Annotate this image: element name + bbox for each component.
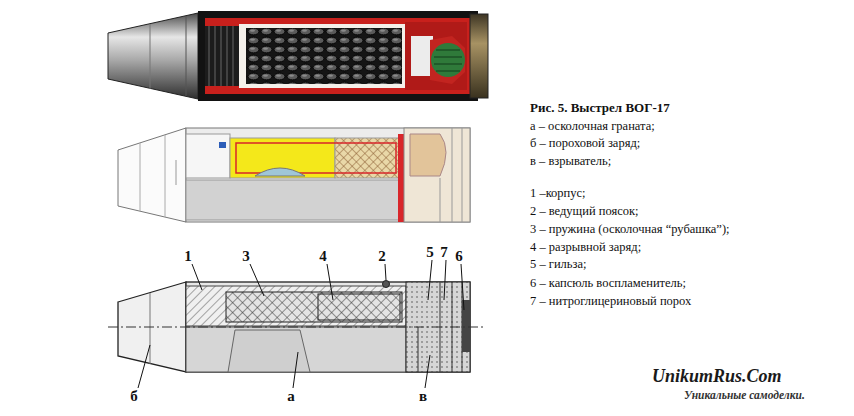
illustration-part bbox=[385, 264, 386, 280]
illustration-part bbox=[108, 327, 484, 328]
illustration-part bbox=[227, 26, 228, 86]
legend-entry: 3 – пружина (осколочная “рубашка”); bbox=[530, 222, 730, 236]
illustration-part bbox=[462, 300, 470, 352]
illustration-part bbox=[461, 264, 464, 310]
illustration-part bbox=[150, 293, 151, 364]
illustration-part bbox=[405, 22, 467, 90]
callout-number: 6 bbox=[455, 248, 463, 264]
illustration-part bbox=[221, 26, 222, 86]
illustration-part bbox=[250, 264, 264, 296]
illustration-part bbox=[255, 168, 305, 176]
illustration-part bbox=[239, 24, 405, 88]
callout-letter: а bbox=[287, 388, 295, 404]
illustration-part bbox=[318, 294, 400, 320]
illustration-part bbox=[186, 180, 400, 220]
illustration-part bbox=[383, 281, 390, 288]
illustration-part bbox=[434, 50, 462, 71]
illustration-part bbox=[236, 143, 396, 173]
illustration-part bbox=[165, 135, 166, 217]
legend-entry: 6 – капсюль воспламенитель; bbox=[530, 276, 686, 290]
illustration-part bbox=[118, 128, 186, 222]
illustration-part bbox=[404, 128, 470, 222]
illustration-part bbox=[335, 138, 400, 178]
illustration-part bbox=[430, 36, 465, 84]
illustration-part bbox=[108, 13, 198, 99]
callout-letter: в bbox=[419, 388, 427, 404]
callout-number: 5 bbox=[426, 244, 434, 260]
illustration-part bbox=[150, 24, 151, 89]
illustration-part bbox=[428, 260, 432, 300]
legend-entry: б – пороховой заряд; bbox=[530, 136, 640, 150]
illustration-part bbox=[434, 56, 462, 58]
legend-entry: 1 –корпус; bbox=[530, 186, 586, 200]
illustration-part bbox=[209, 26, 233, 86]
leader-lines bbox=[138, 260, 464, 388]
cutaway-photo bbox=[108, 11, 488, 101]
illustration-part bbox=[233, 26, 234, 86]
illustration-part bbox=[230, 138, 335, 178]
illustration-part bbox=[176, 160, 177, 185]
illustration-part bbox=[209, 26, 210, 86]
illustration-part bbox=[470, 14, 488, 98]
legend-entry: в – взрыватель; bbox=[530, 154, 611, 168]
illustration-part bbox=[192, 264, 202, 290]
illustration-part bbox=[228, 330, 310, 372]
illustration-part bbox=[462, 128, 463, 222]
illustration-part bbox=[215, 26, 216, 86]
illustration-part bbox=[205, 26, 239, 86]
illustration-part bbox=[327, 264, 333, 300]
callout-letter: б bbox=[130, 388, 138, 404]
color-section bbox=[118, 128, 470, 222]
callout-number: 4 bbox=[319, 248, 327, 264]
illustration-part bbox=[198, 11, 478, 101]
illustration-part bbox=[411, 36, 433, 76]
illustration-part bbox=[436, 70, 460, 72]
illustration-part bbox=[186, 128, 470, 222]
callout-number: 2 bbox=[378, 248, 386, 264]
illustration-part bbox=[219, 142, 226, 148]
illustration-part bbox=[452, 128, 453, 222]
illustration-part bbox=[444, 260, 446, 300]
illustration-part bbox=[410, 134, 446, 176]
callout-number: 1 bbox=[184, 248, 192, 264]
illustration-part bbox=[434, 63, 462, 65]
illustration-part bbox=[205, 18, 471, 94]
illustration-part bbox=[186, 286, 406, 326]
callout-number: 7 bbox=[440, 244, 448, 260]
illustration-part bbox=[440, 128, 462, 222]
illustration-part bbox=[436, 49, 460, 51]
illustration-part bbox=[431, 43, 465, 77]
watermark: UnikumRus.Com bbox=[652, 366, 782, 386]
illustration-part bbox=[226, 292, 402, 322]
illustration-part bbox=[138, 345, 150, 388]
illustration-part bbox=[186, 16, 187, 96]
legend-entry: 4 – разрывной заряд; bbox=[530, 240, 641, 254]
illustration-part bbox=[398, 134, 404, 222]
illustration-part bbox=[425, 355, 430, 388]
callout-number: 3 bbox=[242, 248, 250, 264]
illustration-part bbox=[293, 352, 298, 388]
illustration-part bbox=[140, 143, 141, 211]
legend-entry: 7 – нитроглицериновый порох bbox=[530, 294, 691, 308]
illustration-part bbox=[440, 178, 441, 222]
illustration-part bbox=[418, 327, 419, 372]
illustration-part bbox=[186, 134, 230, 178]
watermark: Уникальные самоделки. bbox=[684, 389, 805, 402]
legend-entry: а – осколочная граната; bbox=[530, 119, 655, 133]
figure-title: Рис. 5. Выстрел ВОГ-17 bbox=[530, 100, 670, 115]
legend-entry: 2 – ведущий поясок; bbox=[530, 204, 639, 218]
legend-entry: 5 – гильза; bbox=[530, 257, 586, 271]
illustration-part bbox=[246, 28, 402, 84]
line-section bbox=[108, 260, 484, 388]
